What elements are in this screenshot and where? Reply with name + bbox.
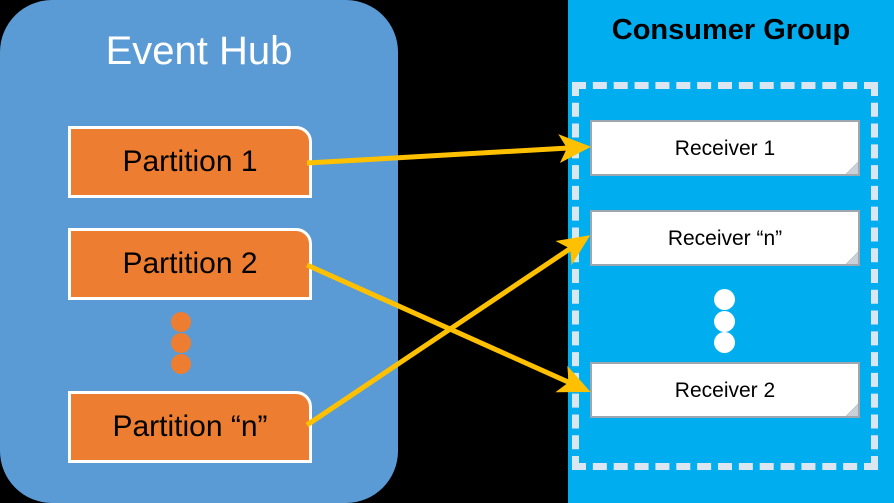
ellipsis-dot (714, 332, 735, 353)
ellipsis-dot (171, 333, 191, 353)
event-hub-title: Event Hub (105, 29, 293, 73)
partition-label-2: Partition 2 (122, 247, 258, 280)
ellipsis-dot (171, 312, 191, 332)
receiver-ellipsis-icon (714, 289, 736, 353)
receiver-box-2[interactable]: Receiver 2 (590, 362, 860, 418)
ellipsis-dot (171, 354, 191, 374)
receiver-label-n: Receiver “n” (667, 226, 783, 250)
partition-box-1[interactable]: Partition 1 (68, 126, 312, 198)
partition-label-1: Partition 1 (122, 145, 258, 178)
ellipsis-dot (714, 311, 735, 332)
partition-label-n: Partition “n” (112, 410, 268, 443)
receiver-label-1: Receiver 1 (674, 136, 776, 160)
receiver-box-n[interactable]: Receiver “n” (590, 210, 860, 266)
consumer-group-title: Consumer Group (611, 14, 851, 46)
receiver-label-2: Receiver 2 (674, 378, 776, 402)
partition-ellipsis-icon (171, 312, 193, 374)
partition-box-n[interactable]: Partition “n” (68, 391, 312, 463)
partition-box-2[interactable]: Partition 2 (68, 228, 312, 300)
ellipsis-dot (714, 289, 735, 310)
receiver-box-1[interactable]: Receiver 1 (590, 120, 860, 176)
